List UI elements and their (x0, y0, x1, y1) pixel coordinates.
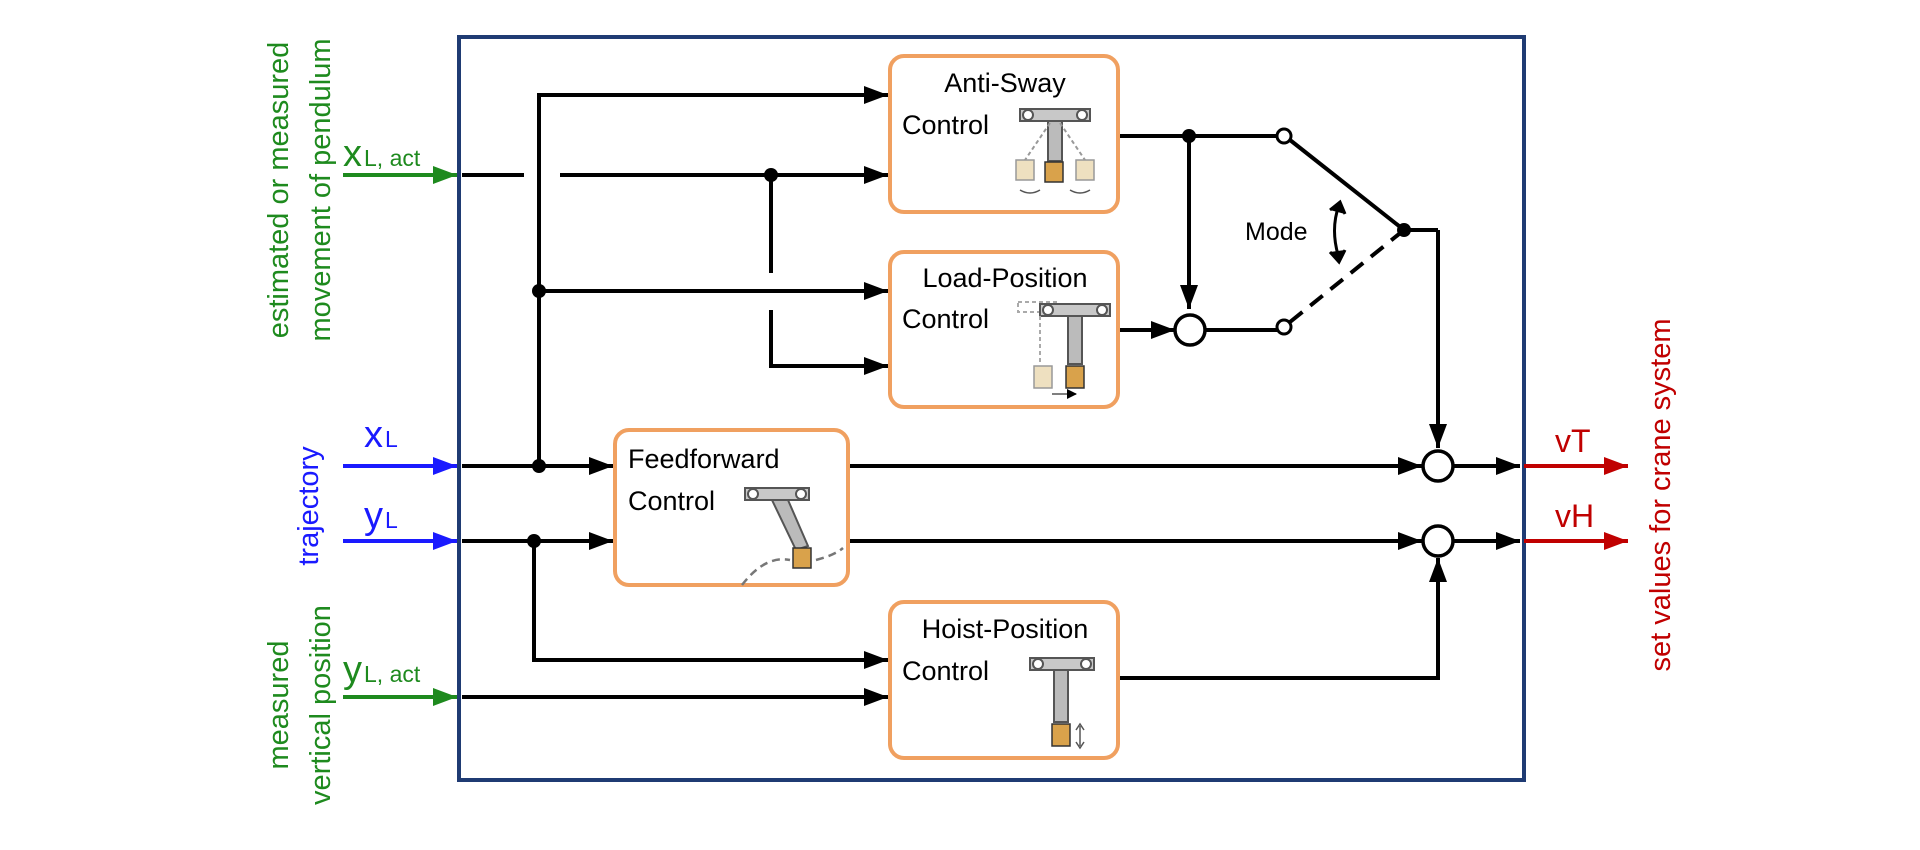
mode-label: Mode (1245, 218, 1308, 246)
hoist-position-block: Hoist-Position Control (888, 600, 1120, 760)
vertical-label-line2: vertical position (305, 605, 337, 805)
hoist-position-title-1: Hoist-Position (922, 614, 1089, 644)
outputs-side-label: set values for crane system (1645, 319, 1677, 672)
xl-signal: x L (364, 414, 398, 456)
vertical-signal: y L, act (343, 649, 421, 691)
vh-label: vH (1555, 498, 1594, 534)
anti-sway-block: Anti-Sway Control (888, 54, 1120, 214)
xl-signal-sub: L (385, 426, 398, 452)
load-position-title-2: Control (902, 304, 989, 334)
yl-signal-sub: L (385, 507, 398, 533)
load-position-title-1: Load-Position (922, 263, 1087, 293)
switch-contact-bottom (1275, 318, 1293, 336)
sum-junction-load (1173, 313, 1207, 347)
crane-sway-icon (1015, 108, 1095, 194)
feedforward-title-2: Control (628, 486, 715, 516)
yl-signal: y L (364, 495, 398, 537)
crane-trajectory-icon (741, 487, 844, 586)
anti-sway-title-2: Control (902, 110, 989, 140)
xl-signal-main: x (364, 414, 383, 456)
vertical-signal-main: y (343, 649, 362, 691)
vertical-input-label: measured vertical position (263, 605, 337, 805)
feedforward-block: Feedforward Control (613, 428, 850, 587)
pendulum-signal-main: x (343, 133, 362, 175)
pendulum-signal-sub: L, act (364, 145, 421, 171)
anti-sway-title-1: Anti-Sway (944, 68, 1066, 98)
sum-junction-vh (1421, 524, 1455, 558)
pendulum-signal: x L, act (343, 133, 421, 175)
vt-label: vT (1555, 423, 1591, 459)
vertical-label-line1: measured (263, 641, 295, 770)
pendulum-label-line2: movement of pendulum (305, 38, 337, 341)
pendulum-label-line1: estimated or measured (263, 42, 295, 339)
pendulum-input-label: estimated or measured movement of pendul… (263, 38, 337, 341)
vertical-signal-sub: L, act (364, 661, 421, 687)
hoist-position-title-2: Control (902, 656, 989, 686)
sum-junction-vt (1421, 449, 1455, 483)
load-position-block: Load-Position Control (888, 250, 1120, 409)
feedforward-title-1: Feedforward (628, 444, 780, 474)
controller-frame (457, 35, 1526, 782)
mode-arrow-icon (1328, 199, 1347, 265)
trajectory-label: trajectory (293, 446, 325, 566)
switch-contact-top (1275, 127, 1293, 145)
junction-dots (527, 129, 1411, 548)
crane-hoist-icon (1029, 657, 1095, 750)
yl-signal-main: y (364, 495, 383, 537)
crane-load-icon (1017, 301, 1111, 399)
